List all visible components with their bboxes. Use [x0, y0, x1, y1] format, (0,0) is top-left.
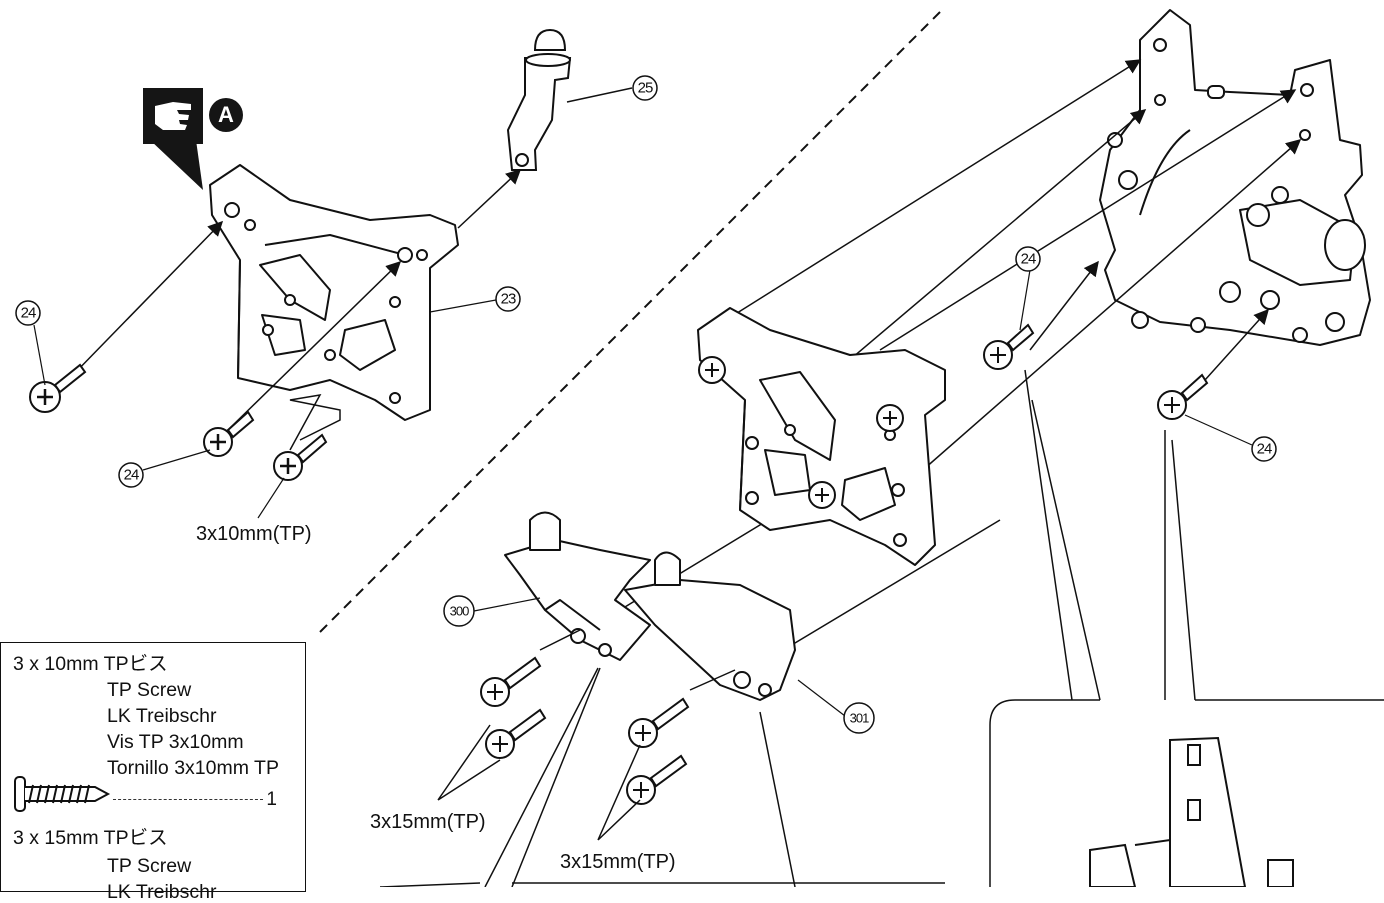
screw-24-middle	[203, 410, 255, 457]
callout-300	[443, 595, 475, 627]
callout-300-label: 300	[450, 604, 469, 619]
zoom-lines	[379, 369, 1384, 887]
legend-screw-10-qty: 1	[266, 789, 277, 810]
legend-screw-10-name-de: LK Treibschr	[107, 705, 217, 727]
screw-label-3x15-left: 3x15mm(TP)	[370, 811, 486, 833]
body-mount-300	[504, 511, 651, 661]
callout-24-b-label: 24	[124, 467, 139, 484]
callout-301-label: 301	[850, 711, 869, 726]
callout-301	[843, 702, 875, 734]
callout-23-label: 23	[501, 291, 516, 308]
legend-screw-10-name-en: TP Screw	[107, 679, 192, 701]
legend-screw-15-name-de: LK Treibschr	[107, 881, 217, 903]
screws-3x15-left	[480, 656, 547, 759]
screw-24-right-a	[983, 323, 1035, 370]
hint-hand-icon	[143, 88, 203, 144]
callout-24-c-label: 24	[1021, 251, 1036, 268]
legend-screw-10-name-fr: Vis TP 3x10mm	[107, 731, 244, 753]
screw-3x10-tp	[273, 433, 328, 481]
legend-screw-10-size: 3 x 10mm TPビス	[13, 653, 168, 675]
callout-25	[632, 75, 658, 101]
legend-dash	[113, 799, 263, 800]
hint-pointer	[150, 140, 203, 190]
gearbox-housing	[1099, 9, 1371, 346]
body-mount-301	[624, 551, 796, 701]
callout-24-d-label: 24	[1257, 441, 1272, 458]
screw-legend: 3 x 10mm TPビス TP Screw LK Treibschr Vis …	[0, 642, 306, 903]
screw-label-3x15-right: 3x15mm(TP)	[560, 851, 676, 873]
callout-24-a	[15, 300, 41, 326]
detail-inset	[1089, 736, 1294, 887]
screw-10-icon	[14, 776, 111, 812]
legend-screw-10-name-es: Tornillo 3x10mm TP	[107, 757, 279, 779]
callout-25-label: 25	[638, 80, 653, 97]
callout-24-b	[118, 462, 144, 488]
callout-23	[495, 286, 521, 312]
legend-screw-15-size: 3 x 15mm TPビス	[13, 827, 168, 849]
screw-24-top	[29, 363, 87, 413]
callout-24-a-label: 24	[21, 305, 36, 322]
callout-24-c	[1015, 246, 1041, 272]
shock-tower-left	[209, 164, 459, 421]
hint-letter-badge: A	[209, 98, 243, 132]
screw-label-3x10: 3x10mm(TP)	[196, 523, 312, 545]
tower-screws	[698, 356, 904, 509]
screw-24-right-b	[1157, 373, 1209, 420]
shock-tower-right	[697, 307, 946, 566]
legend-screw-15-name-en: TP Screw	[107, 855, 192, 877]
ball-stud-25	[506, 28, 572, 171]
callout-24-d	[1251, 436, 1277, 462]
screws-3x15-right	[626, 697, 690, 805]
